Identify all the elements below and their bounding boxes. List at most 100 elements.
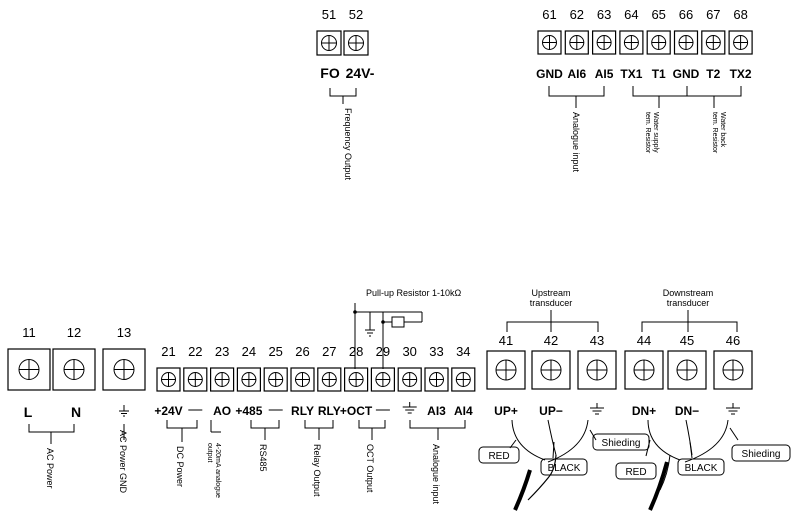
- terminal-num-23: 23: [215, 344, 229, 359]
- pullup-resistor-icon: [353, 303, 423, 369]
- terminal-42[interactable]: [531, 350, 571, 390]
- caption-water-supply: Water supply: [652, 112, 659, 153]
- label-fo: FO: [320, 65, 340, 81]
- label-terminal-24: +485: [235, 404, 262, 418]
- terminal-num-22: 22: [188, 344, 202, 359]
- label-n: N: [71, 404, 81, 420]
- terminal-num-11: 11: [22, 325, 36, 340]
- terminal-34[interactable]: [451, 367, 476, 392]
- terminal-num-26: 26: [295, 344, 309, 359]
- terminal-num-67: 67: [706, 7, 720, 22]
- terminal-num-64: 64: [624, 7, 638, 22]
- terminal-num-21: 21: [161, 344, 175, 359]
- terminal-68[interactable]: [728, 30, 753, 55]
- terminal-13[interactable]: [102, 348, 146, 391]
- label-terminal-66: GND: [673, 67, 700, 81]
- svg-text:BLACK: BLACK: [548, 463, 581, 474]
- terminal-num-68: 68: [733, 7, 747, 22]
- red-tag-upstream: RED: [478, 446, 520, 464]
- terminal-22[interactable]: [183, 367, 208, 392]
- label-terminal-62: AI6: [567, 67, 586, 81]
- upstream-title-1: Upstream: [531, 288, 570, 298]
- svg-text:RED: RED: [625, 467, 646, 478]
- terminal-num-34: 34: [456, 344, 470, 359]
- downstream-title-1: Downstream: [663, 288, 714, 298]
- red-tag-downstream: RED: [615, 462, 657, 480]
- terminal-num-65: 65: [651, 7, 665, 22]
- label-terminal-23: AO: [213, 404, 231, 418]
- terminal-52[interactable]: [343, 30, 369, 56]
- label-terminal-42: UP−: [539, 404, 563, 418]
- terminal-61[interactable]: [537, 30, 562, 55]
- terminal-62[interactable]: [564, 30, 589, 55]
- terminal-25[interactable]: [263, 367, 288, 392]
- label-l: L: [24, 404, 33, 420]
- terminal-51[interactable]: [316, 30, 342, 56]
- downstream-title-2: transducer: [667, 298, 710, 308]
- terminal-24[interactable]: [236, 367, 261, 392]
- terminal-27[interactable]: [317, 367, 342, 392]
- terminal-num-66: 66: [679, 7, 693, 22]
- terminal-11[interactable]: [7, 348, 51, 391]
- terminal-26[interactable]: [290, 367, 315, 392]
- label-terminal-45: DN−: [675, 404, 699, 418]
- terminal-45[interactable]: [667, 350, 707, 390]
- terminal-23[interactable]: [210, 367, 235, 392]
- terminal-num-42: 42: [544, 333, 558, 348]
- terminal-12[interactable]: [52, 348, 96, 391]
- label-terminal-64: TX1: [620, 67, 642, 81]
- power-block: 11 12 13 L N AC Power AC Power GND: [7, 325, 146, 494]
- label-terminal-67: T2: [706, 67, 720, 81]
- ground-icon-30: [402, 402, 417, 414]
- terminal-num-61: 61: [542, 7, 556, 22]
- terminal-43[interactable]: [577, 350, 617, 390]
- label-terminal-41: UP+: [494, 404, 518, 418]
- ground-icon-13: [119, 405, 129, 417]
- label-terminal-33: AI3: [427, 404, 446, 418]
- terminal-33[interactable]: [424, 367, 449, 392]
- caption-water-supply-res: tem. Resistor: [644, 112, 651, 154]
- terminal-21[interactable]: [156, 367, 181, 392]
- label-terminal-44: DN+: [632, 404, 656, 418]
- label-terminal-61: GND: [536, 67, 563, 81]
- svg-text:Shieding: Shieding: [602, 438, 641, 449]
- terminal-30[interactable]: [397, 367, 422, 392]
- terminal-41[interactable]: [486, 350, 526, 390]
- terminal-65[interactable]: [646, 30, 671, 55]
- terminal-67[interactable]: [701, 30, 726, 55]
- label-24v-minus: 24V-: [346, 65, 375, 81]
- terminal-num-43: 43: [590, 333, 604, 348]
- terminal-29[interactable]: [370, 367, 395, 392]
- terminal-63[interactable]: [591, 30, 617, 55]
- label-terminal-68: TX2: [730, 67, 752, 81]
- caption-frequency-output: Frequency Output: [343, 108, 353, 181]
- caption-analogue-input-top: Analogue input: [571, 112, 581, 173]
- terminal-num-33: 33: [429, 344, 443, 359]
- label-terminal-26: RLY: [291, 404, 314, 418]
- upstream-title-2: transducer: [530, 298, 573, 308]
- ground-icon-46: [726, 403, 740, 415]
- terminal-num-44: 44: [637, 333, 651, 348]
- caption-ac-power: AC Power: [45, 448, 55, 489]
- label-terminal-65: T1: [652, 67, 666, 81]
- caption-water-back-res: tem. Resistor: [711, 112, 718, 154]
- terminal-44[interactable]: [624, 350, 664, 390]
- terminal-num-51: 51: [322, 7, 336, 22]
- terminal-64[interactable]: [619, 30, 644, 55]
- caption-rs485: RS485: [258, 444, 268, 472]
- terminal-num-45: 45: [680, 333, 694, 348]
- shielding-tag-downstream: Shieding: [731, 444, 791, 462]
- label-terminal-63: AI5: [595, 67, 614, 81]
- terminal-28[interactable]: [344, 367, 369, 392]
- black-tag-upstream: BLACK: [540, 458, 588, 476]
- terminal-num-62: 62: [570, 7, 584, 22]
- terminal-66[interactable]: [673, 30, 699, 55]
- frequency-output-block: 51 52 FO 24V- Frequency Output: [316, 7, 375, 181]
- terminal-num-52: 52: [349, 7, 363, 22]
- terminal-num-30: 30: [402, 344, 416, 359]
- terminal-46[interactable]: [713, 350, 753, 390]
